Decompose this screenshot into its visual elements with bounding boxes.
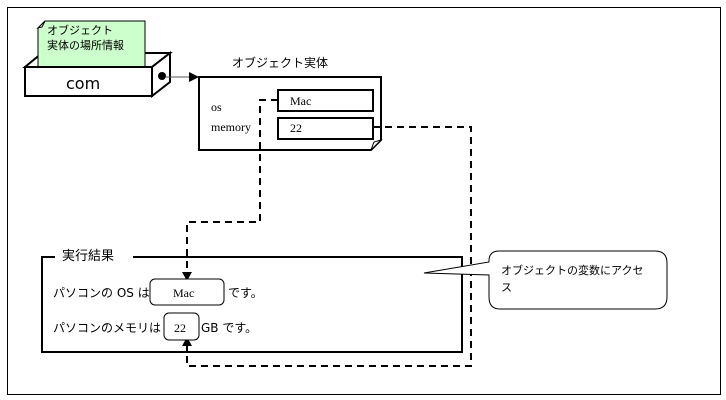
object-entity-fold [370,138,383,151]
field-name-memory: memory [211,120,251,134]
variable-name-com: com [66,74,101,93]
result-line1-value: Mac [173,286,195,300]
variable-box-front-face [24,66,153,97]
callout-line-1: オブジェクトの変数にアクセ [501,264,644,277]
field-name-os: os [211,100,222,114]
note-line-2: 実体の場所情報 [47,39,124,52]
result-line1-prefix: パソコンの OS は [53,286,150,300]
note-line-1: オブジェクト [47,24,113,37]
memory-access-arrowhead [182,337,192,346]
callout-line-2: ス [501,281,512,294]
note-fold [36,20,46,29]
callout-bubble [423,250,668,310]
os-access-path [186,99,278,272]
result-line2-suffix: GB です。 [201,321,258,335]
result-line1-suffix: です。 [228,286,263,300]
result-panel-frame [41,256,463,353]
field-value-os: Mac [290,94,312,108]
result-os-value-box [149,278,225,306]
result-line2-value: 22 [174,321,186,335]
memory-value-box [277,117,374,140]
result-panel-title: 実行結果 [62,249,115,264]
result-line2-prefix: パソコンのメモリは [53,321,162,335]
result-memory-value-box [163,312,200,341]
memory-access-path [186,126,472,367]
pointer-dot [158,72,166,80]
os-access-arrowhead [182,272,192,281]
object-entity-title: オブジェクト実体 [232,56,329,70]
field-value-memory: 22 [290,121,302,135]
